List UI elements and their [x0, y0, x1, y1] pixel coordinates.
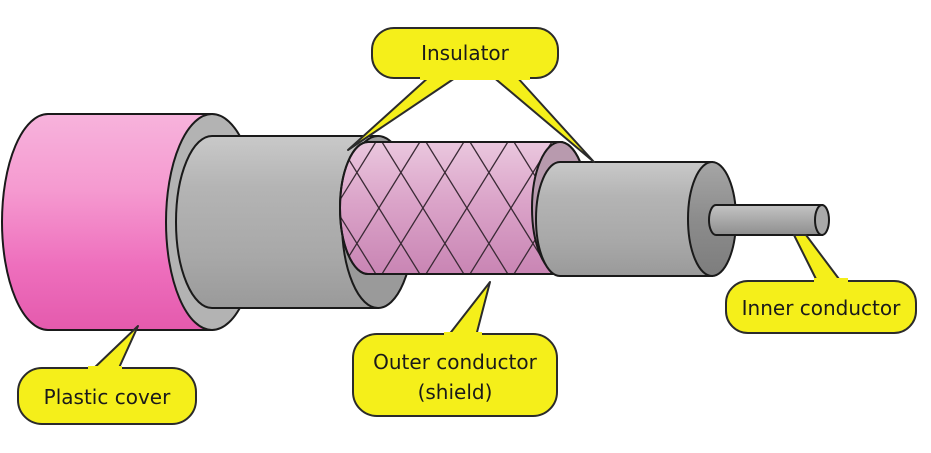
- label-plastic-cover: Plastic cover: [44, 385, 171, 409]
- label-insulator: Insulator: [421, 41, 510, 65]
- braid-strand: [425, 142, 509, 274]
- braid-strand: [340, 142, 377, 274]
- label-outer-conductor-shield: (shield): [418, 380, 493, 404]
- callout-plastic-cover: Plastic cover: [17, 325, 197, 425]
- braid-strand: [340, 142, 421, 274]
- label-outer-conductor: Outer conductor: [373, 350, 537, 374]
- inner-conductor-wire: [708, 204, 830, 236]
- callout-outer-conductor: Outer conductor (shield): [352, 281, 558, 417]
- insulator-inner-section: [535, 161, 737, 277]
- callout-insulator: Insulator: [347, 27, 595, 163]
- label-inner-conductor: Inner conductor: [742, 296, 901, 320]
- braid-strand: [381, 142, 465, 274]
- braid-strand: [340, 142, 377, 274]
- callout-inner-conductor: Inner conductor: [725, 234, 917, 334]
